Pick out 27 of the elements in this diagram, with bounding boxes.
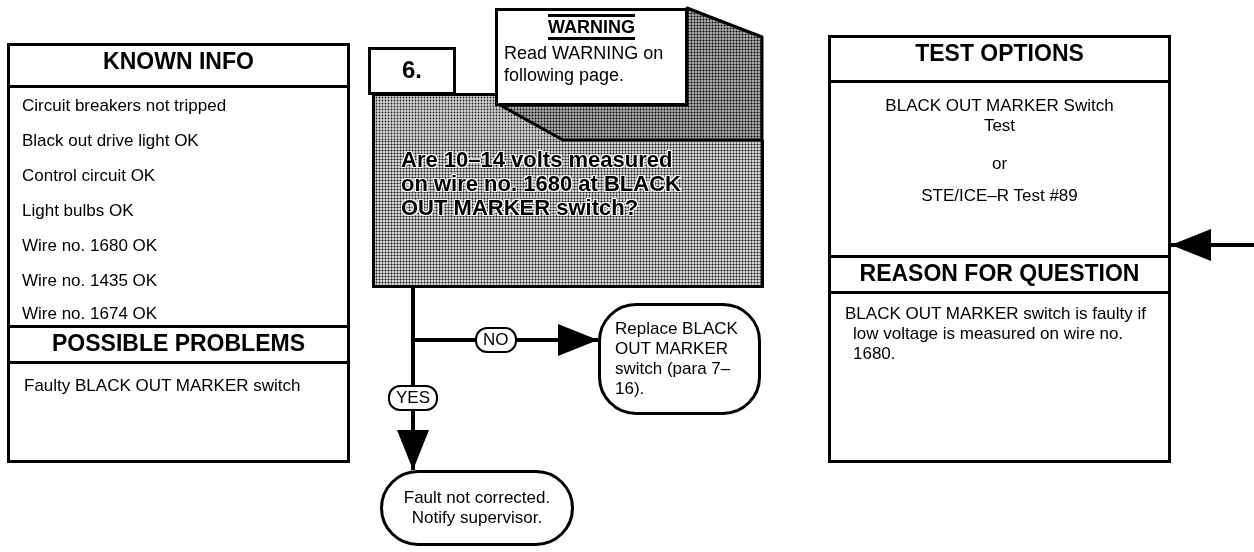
question-text: Are 10–14 volts measured on wire no. 1680 at BLACK OUT MARKER switch? xyxy=(401,148,682,220)
edge-label: YES xyxy=(388,385,439,411)
section-heading: REASON FOR QUESTION xyxy=(831,255,1168,294)
warning-heading: WARNING xyxy=(548,14,635,40)
warning-box xyxy=(495,8,688,106)
list-item: Wire no. 1680 OK xyxy=(21,236,159,257)
info-panel xyxy=(828,35,1171,463)
step-number-box: 6. xyxy=(368,47,456,95)
test-option-text: STE/ICE–R Test #89 xyxy=(920,186,1079,207)
result-box: Replace BLACK OUT MARKER switch (para 7–16). xyxy=(598,303,761,415)
list-item: Wire no. 1435 OK xyxy=(21,271,159,292)
description-text: Faulty BLACK OUT MARKER switch xyxy=(23,376,302,397)
list-item: Black out drive light OK xyxy=(21,131,200,152)
result-box: Fault not corrected. Notify supervisor. xyxy=(380,470,574,546)
warning-text: Read WARNING on following page. xyxy=(503,42,665,87)
list-item: Circuit breakers not tripped xyxy=(21,96,228,117)
list-item: Control circuit OK xyxy=(21,166,157,187)
info-panel xyxy=(7,43,350,463)
test-option-text: or xyxy=(990,154,1009,175)
description-text: BLACK OUT MARKER switch is faulty if low voltage is measured on wire no. 1680. xyxy=(844,304,1148,365)
test-option-text: BLACK OUT MARKER Switch Test xyxy=(884,96,1115,137)
edge-label: NO xyxy=(475,327,517,353)
list-item: Light bulbs OK xyxy=(21,201,135,222)
list-item: Wire no. 1674 OK xyxy=(21,304,159,325)
section-heading: POSSIBLE PROBLEMS xyxy=(10,325,347,364)
arrow xyxy=(1171,229,1254,261)
question-box xyxy=(372,140,764,288)
